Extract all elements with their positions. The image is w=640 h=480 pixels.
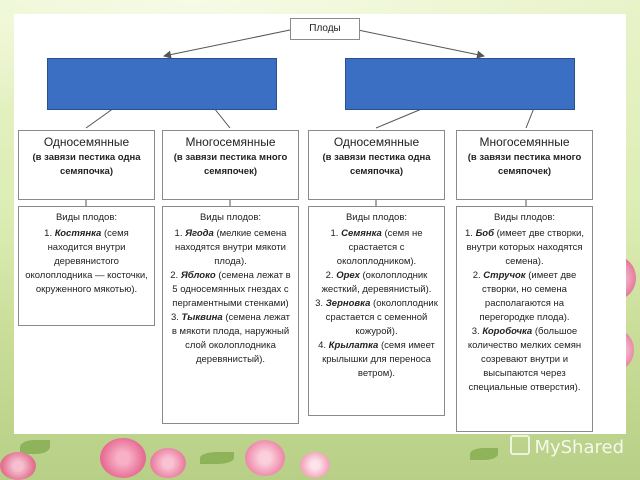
fruit-description: (большое количество мелких семян созрева…	[467, 326, 582, 393]
fruit-list-heading: Виды плодов:	[493, 212, 556, 223]
leaf-decoration	[20, 440, 50, 454]
fruit-description: (околоплодник жесткий, деревянистый).	[321, 270, 432, 295]
fruit-name: Зерновка	[325, 298, 371, 309]
fruit-name: Ягода	[185, 228, 214, 239]
fruit-name: Орех	[336, 270, 360, 281]
flower-decoration	[100, 438, 146, 478]
fruit-description: (околоплодник срастается с семенной кожу…	[325, 298, 438, 337]
fruit-list-heading: Виды плодов:	[345, 212, 408, 223]
fruit-name: Крылатка	[328, 340, 379, 351]
item-number: 1.	[464, 228, 473, 239]
diagram-panel: Плоды Односемянные (в завязи пестика одн…	[14, 14, 626, 434]
root-node: Плоды	[290, 18, 360, 40]
seed-type-box: Многосемянные (в завязи пестика много се…	[162, 130, 299, 200]
seed-type-title: Односемянные	[333, 135, 420, 149]
flower-decoration	[0, 452, 36, 480]
fruit-name: Семянка	[341, 228, 382, 239]
fruit-list-box: Виды плодов: 1. Костянка (семя находится…	[18, 206, 155, 326]
seed-type-title: Односемянные	[43, 135, 130, 149]
leaf-decoration	[470, 448, 498, 460]
item-number: 2.	[325, 270, 334, 281]
leaf-decoration	[200, 452, 234, 464]
fruit-list-box: Виды плодов: 1. Ягода (мелкие семена нах…	[162, 206, 299, 424]
seed-type-subtitle: (в завязи пестика много семяпочек)	[173, 152, 288, 177]
fruit-description: (имеет две створки, внутри которых наход…	[466, 228, 584, 267]
seed-type-box: Односемянные (в завязи пестика одна семя…	[18, 130, 155, 200]
seed-type-subtitle: (в завязи пестика много семяпочек)	[467, 152, 582, 177]
fruit-list-heading: Виды плодов:	[199, 212, 262, 223]
watermark: MyShared	[510, 435, 624, 458]
item-number: 3.	[315, 298, 324, 309]
item-number: 1.	[330, 228, 339, 239]
item-number: 2.	[170, 270, 179, 281]
fruit-list-box: Виды плодов: 1. Семянка (семя не срастае…	[308, 206, 445, 416]
fruit-list-item: 2. Яблоко (семена лежат в 5 односемянных…	[169, 269, 292, 311]
fruit-description: (мелкие семена находятся внутри мякоти п…	[174, 228, 287, 267]
item-number: 4.	[318, 340, 327, 351]
seed-type-subtitle: (в завязи пестика одна семяпочка)	[32, 152, 141, 177]
category-box-right	[345, 58, 575, 110]
flower-decoration	[150, 448, 186, 478]
fruit-name: Костянка	[54, 228, 102, 239]
fruit-list-item: 2. Орех (околоплодник жесткий, деревянис…	[315, 269, 438, 297]
fruit-list-item: 2. Стручок (имеет две створки, но семена…	[463, 269, 586, 325]
fruit-list-box: Виды плодов: 1. Боб (имеет две створки, …	[456, 206, 593, 432]
item-number: 1.	[174, 228, 183, 239]
fruit-description: (семена лежат в 5 односемянных гнездах с…	[172, 270, 291, 309]
fruit-description: (семя не срастается с околоплодником).	[336, 228, 423, 267]
fruit-description: (семя имеет крылышки для переноса ветром…	[322, 340, 435, 379]
connector-lines	[85, 29, 535, 206]
fruit-list-item: 3. Коробочка (большое количество мелких …	[463, 325, 586, 395]
seed-type-subtitle: (в завязи пестика одна семяпочка)	[322, 152, 431, 177]
fruit-description: (семена лежат в мякоти плода, наружный с…	[171, 312, 291, 365]
flower-decoration	[300, 452, 330, 478]
fruit-list-item: 3. Зерновка (околоплодник срастается с с…	[315, 297, 438, 339]
seed-type-title: Многосемянные	[479, 135, 570, 149]
item-number: 3.	[170, 312, 179, 323]
presentation-icon	[510, 435, 531, 455]
fruit-name: Тыквина	[181, 312, 223, 323]
fruit-description: (семя находится внутри деревянистого око…	[25, 228, 148, 295]
fruit-list-item: 1. Боб (имеет две створки, внутри которы…	[463, 227, 586, 269]
fruit-list-item: 4. Крылатка (семя имеет крылышки для пер…	[315, 339, 438, 381]
watermark-text: MyShared	[534, 437, 624, 458]
item-number: 1.	[44, 228, 53, 239]
fruit-list-item: 1. Семянка (семя не срастается с околопл…	[315, 227, 438, 269]
flower-decoration	[245, 440, 285, 476]
fruit-name: Боб	[475, 228, 494, 239]
fruit-list-item: 1. Ягода (мелкие семена находятся внутри…	[169, 227, 292, 269]
fruit-name: Коробочка	[482, 326, 533, 337]
seed-type-box: Многосемянные (в завязи пестика много се…	[456, 130, 593, 200]
item-number: 3.	[471, 326, 480, 337]
fruit-name: Яблоко	[180, 270, 216, 281]
category-box-left	[47, 58, 277, 110]
seed-type-title: Многосемянные	[185, 135, 276, 149]
fruit-description: (имеет две створки, но семена располагаю…	[479, 270, 577, 323]
fruit-list-heading: Виды плодов:	[55, 212, 118, 223]
fruit-list-item: 1. Костянка (семя находится внутри дерев…	[25, 227, 148, 297]
item-number: 2.	[472, 270, 481, 281]
fruit-list-item: 3. Тыквина (семена лежат в мякоти плода,…	[169, 311, 292, 367]
fruit-name: Стручок	[483, 270, 526, 281]
seed-type-box: Односемянные (в завязи пестика одна семя…	[308, 130, 445, 200]
